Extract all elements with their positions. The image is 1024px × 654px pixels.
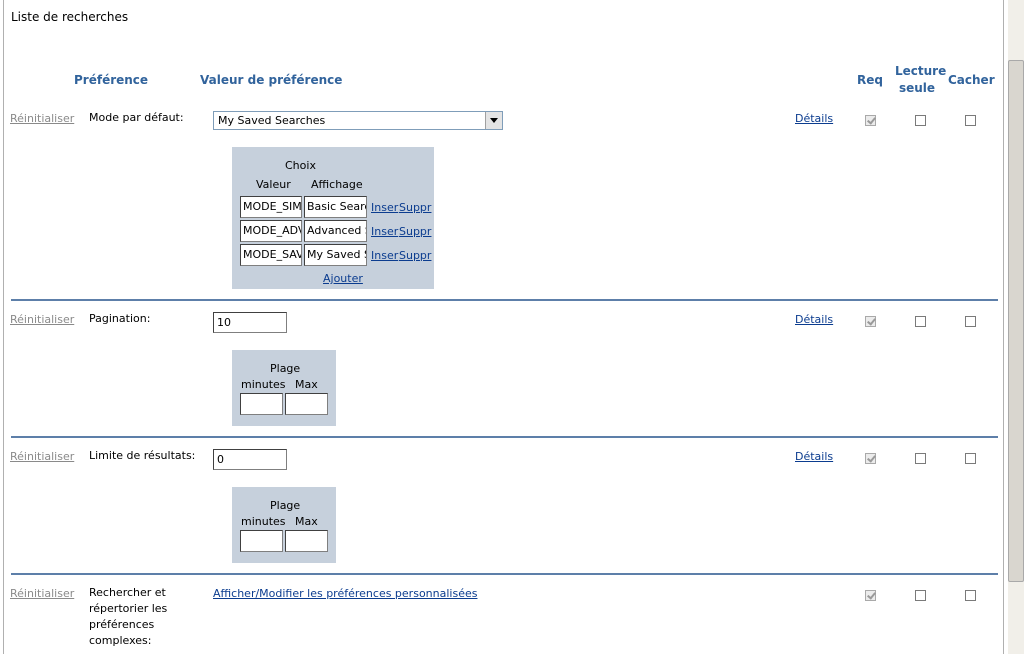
range-max-input[interactable] <box>285 530 328 552</box>
hide-checkbox-pagination[interactable] <box>965 316 976 327</box>
choice-display-input-1[interactable]: Basic Search <box>304 196 367 218</box>
range-min-input[interactable] <box>240 393 283 415</box>
row-separator <box>11 299 998 301</box>
choices-title: Choix <box>285 159 316 172</box>
range-max-input[interactable] <box>285 393 328 415</box>
range-min-input[interactable] <box>240 530 283 552</box>
details-link-result-limit[interactable]: Détails <box>795 450 834 463</box>
range-min-label: minutes <box>241 515 286 528</box>
frame-border-right <box>1003 0 1004 654</box>
vertical-scrollbar[interactable] <box>1008 0 1024 654</box>
choice-insert-link-2[interactable]: Inser <box>371 225 399 238</box>
choice-delete-link-3[interactable]: Suppr <box>399 249 432 262</box>
range-title: Plage <box>270 499 301 512</box>
result-limit-input[interactable]: 0 <box>213 449 287 470</box>
default-mode-select-value: My Saved Searches <box>218 114 326 127</box>
range-min-label: minutes <box>241 378 286 391</box>
column-header-preference: Préférence <box>74 73 149 87</box>
choice-insert-link-1[interactable]: Inser <box>371 201 399 214</box>
choice-display-input-3[interactable]: My Saved Se <box>304 244 367 266</box>
row-separator <box>11 436 998 438</box>
req-checkbox-pagination <box>865 316 876 327</box>
column-header-value: Valeur de préférence <box>200 73 343 87</box>
range-panel-pagination: Plage minutes Max <box>232 350 336 426</box>
label-default-mode: Mode par défaut: <box>89 111 184 124</box>
scrollbar-thumb[interactable] <box>1008 60 1024 582</box>
add-choice-link[interactable]: Ajouter <box>323 272 363 285</box>
readonly-checkbox-result-limit[interactable] <box>915 453 926 464</box>
label-complex-prefs-line2: répertorier les <box>89 602 168 615</box>
label-complex-prefs-line3: préférences <box>89 618 155 631</box>
req-checkbox-default-mode <box>865 115 876 126</box>
label-complex-prefs: Rechercher et répertorier les préférence… <box>89 585 167 649</box>
column-header-req: Req <box>857 73 883 87</box>
reset-link-complex-prefs[interactable]: Réinitialiser <box>10 587 75 600</box>
choice-delete-link-2[interactable]: Suppr <box>399 225 432 238</box>
custom-preferences-link[interactable]: Afficher/Modifier les préférences person… <box>213 587 478 600</box>
frame-border-left <box>3 0 4 654</box>
choice-value-input-2[interactable]: MODE_ADVA <box>240 220 302 242</box>
chevron-down-icon[interactable] <box>485 112 502 129</box>
details-link-pagination[interactable]: Détails <box>795 313 834 326</box>
default-mode-select[interactable]: My Saved Searches <box>213 111 503 130</box>
range-max-label: Max <box>295 378 318 391</box>
hide-checkbox-default-mode[interactable] <box>965 115 976 126</box>
readonly-checkbox-complex-prefs[interactable] <box>915 590 926 601</box>
hide-checkbox-complex-prefs[interactable] <box>965 590 976 601</box>
readonly-checkbox-pagination[interactable] <box>915 316 926 327</box>
choice-delete-link-1[interactable]: Suppr <box>399 201 432 214</box>
range-max-label: Max <box>295 515 318 528</box>
page-title: Liste de recherches <box>11 10 129 24</box>
hide-checkbox-result-limit[interactable] <box>965 453 976 464</box>
choice-value-input-1[interactable]: MODE_SIMP <box>240 196 302 218</box>
choice-value-input-3[interactable]: MODE_SAVE <box>240 244 302 266</box>
details-link-default-mode[interactable]: Détails <box>795 112 834 125</box>
column-header-hide: Cacher <box>948 73 995 87</box>
pagination-input[interactable]: 10 <box>213 312 287 333</box>
range-panel-result-limit: Plage minutes Max <box>232 487 336 563</box>
choices-panel: Choix Valeur Affichage MODE_SIMP Basic S… <box>232 147 434 289</box>
column-header-readonly-line2: seule <box>898 81 936 95</box>
choices-column-display: Affichage <box>311 178 363 191</box>
req-checkbox-complex-prefs <box>865 590 876 601</box>
label-complex-prefs-line4: complexes: <box>89 634 152 647</box>
readonly-checkbox-default-mode[interactable] <box>915 115 926 126</box>
range-title: Plage <box>270 362 301 375</box>
choices-column-value: Valeur <box>256 178 291 191</box>
label-complex-prefs-line1: Rechercher et <box>89 586 166 599</box>
label-result-limit: Limite de résultats: <box>89 449 196 462</box>
reset-link-result-limit[interactable]: Réinitialiser <box>10 450 75 463</box>
choice-insert-link-3[interactable]: Inser <box>371 249 399 262</box>
label-pagination: Pagination: <box>89 312 151 325</box>
column-header-readonly: Lecture seule <box>895 64 947 95</box>
reset-link-default-mode[interactable]: Réinitialiser <box>10 112 75 125</box>
column-header-readonly-line1: Lecture <box>895 64 947 78</box>
choice-display-input-2[interactable]: Advanced Se <box>304 220 367 242</box>
reset-link-pagination[interactable]: Réinitialiser <box>10 313 75 326</box>
req-checkbox-result-limit <box>865 453 876 464</box>
row-separator <box>11 573 998 575</box>
